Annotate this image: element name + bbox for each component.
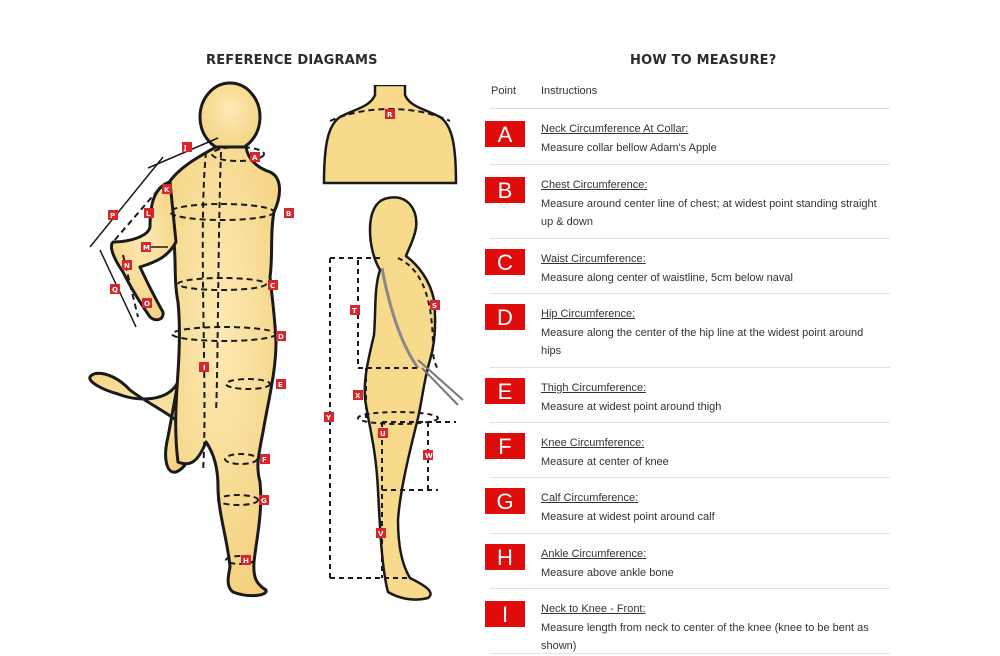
measurement-description: Measure at widest point around thigh (541, 400, 722, 413)
measurement-description: Measure at widest point around calf (541, 510, 715, 523)
measurement-title-link[interactable]: Hip Circumference: (541, 308, 636, 320)
svg-text:D: D (278, 333, 284, 341)
instruction-cell: Calf Circumference: Measure at widest poi… (541, 489, 886, 526)
table-row: I Neck to Knee - Front: Measure length fro… (485, 589, 890, 656)
measurement-title-link[interactable]: Neck to Knee - Front: (541, 603, 646, 615)
svg-text:W: W (425, 452, 433, 460)
measurement-description: Measure at center of knee (541, 455, 669, 468)
svg-text:L: L (146, 210, 151, 218)
measurement-description: Measure collar bellow Adam's Apple (541, 141, 717, 154)
measurement-title-link[interactable]: Neck Circumference At Collar: (541, 123, 689, 135)
col-point-header: Point (491, 85, 517, 97)
measurement-description: Measure above ankle bone (541, 566, 674, 579)
instruction-cell: Knee Circumference: Measure at center of … (541, 434, 886, 471)
col-instructions-header: Instructions (541, 85, 598, 97)
svg-text:K: K (164, 186, 170, 194)
table-row: A Neck Circumference At Collar: Measure co… (485, 109, 890, 165)
table-row: C Waist Circumference: Measure along cente… (485, 239, 890, 294)
svg-text:P: P (110, 212, 115, 220)
reference-diagrams-heading: REFERENCE DIAGRAMS (206, 53, 378, 68)
table-row: B Chest Circumference: Measure around cent… (485, 165, 890, 239)
front-markers: J A K B L P M N Q O C D I E F G H (108, 142, 294, 565)
measurement-title-link[interactable]: Chest Circumference: (541, 179, 648, 191)
instruction-cell: Waist Circumference: Measure along center… (541, 250, 886, 287)
svg-text:S: S (432, 302, 437, 310)
measurement-title-link[interactable]: Thigh Circumference: (541, 382, 647, 394)
point-badge: G (485, 488, 525, 514)
svg-text:A: A (252, 154, 258, 162)
measurement-title-link[interactable]: Waist Circumference: (541, 253, 646, 265)
point-badge: H (485, 544, 525, 570)
measurement-description: Measure along the center of the hip line… (541, 326, 864, 358)
point-badge: A (485, 121, 525, 147)
how-to-measure-heading: HOW TO MEASURE? (630, 53, 777, 68)
instruction-cell: Chest Circumference: Measure around cente… (541, 176, 886, 232)
point-badge: E (485, 378, 525, 404)
point-badge: C (485, 249, 525, 275)
side-body-diagram: T S X Y U W V (324, 196, 464, 601)
svg-text:J: J (183, 144, 187, 152)
svg-text:H: H (243, 557, 249, 565)
table-row: H Ankle Circumference: Measure above ankle… (485, 534, 890, 589)
svg-text:M: M (143, 244, 150, 252)
measurement-description: Measure along center of waistline, 5cm b… (541, 271, 793, 284)
svg-text:G: G (261, 497, 267, 505)
measurement-description: Measure length from neck to center of th… (541, 621, 869, 653)
svg-text:U: U (380, 430, 386, 438)
table-row: D Hip Circumference: Measure along the cen… (485, 294, 890, 368)
svg-text:T: T (352, 307, 357, 315)
svg-text:V: V (378, 530, 384, 538)
svg-text:I: I (203, 364, 206, 372)
measurement-title-link[interactable]: Ankle Circumference: (541, 548, 647, 560)
measurement-title-link[interactable]: Calf Circumference: (541, 492, 639, 504)
svg-text:C: C (270, 282, 275, 290)
svg-text:F: F (262, 456, 267, 464)
table-row: G Calf Circumference: Measure at widest po… (485, 478, 890, 534)
instruction-cell: Ankle Circumference: Measure above ankle … (541, 545, 886, 582)
svg-text:B: B (286, 210, 291, 218)
table-row: E Thigh Circumference: Measure at widest p… (485, 368, 890, 423)
back-shoulders-diagram: R (322, 85, 458, 185)
point-badge: D (485, 304, 525, 330)
point-badge: F (485, 433, 525, 459)
side-markers: T S X Y U W V (324, 300, 440, 538)
instruction-cell: Neck Circumference At Collar: Measure col… (541, 120, 886, 157)
svg-text:X: X (355, 392, 361, 400)
svg-text:N: N (124, 262, 130, 270)
instruction-cell: Neck to Knee - Front: Measure length from… (541, 600, 886, 656)
table-row: F Knee Circumference: Measure at center of… (485, 423, 890, 478)
point-badge: B (485, 177, 525, 203)
measurement-description: Measure around center line of chest; at … (541, 197, 877, 229)
svg-text:Y: Y (325, 414, 332, 422)
front-body-diagram: J A K B L P M N Q O C D I E F G H (88, 81, 294, 598)
instruction-cell: Thigh Circumference: Measure at widest po… (541, 379, 886, 416)
svg-text:O: O (144, 300, 150, 308)
point-badge: I (485, 601, 525, 627)
instruction-cell: Hip Circumference: Measure along the cent… (541, 305, 886, 361)
svg-text:R: R (387, 111, 393, 119)
measurement-title-link[interactable]: Knee Circumference: (541, 437, 645, 449)
table-body: A Neck Circumference At Collar: Measure co… (485, 109, 890, 656)
svg-text:E: E (278, 381, 283, 389)
table-header: Point Instructions (490, 80, 890, 109)
measurement-table: Point Instructions A Neck Circumference A… (485, 80, 890, 656)
svg-text:Q: Q (112, 286, 118, 294)
